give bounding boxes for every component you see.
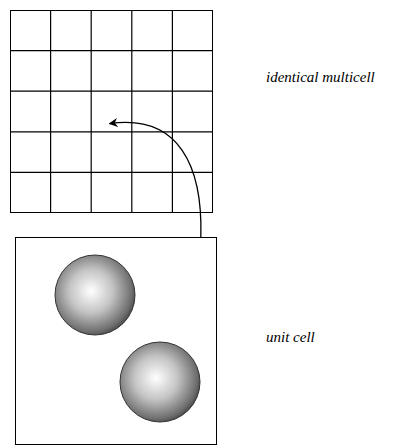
multicell-grid: identical multicell (10, 10, 213, 213)
node-label: unit cell (266, 329, 315, 346)
node-label: identical multicell (266, 69, 375, 86)
sphere (120, 342, 200, 422)
sphere (55, 255, 135, 335)
grid-lines (10, 10, 213, 213)
curved-arrow (109, 122, 200, 237)
unit-cell-box: unit cell (15, 237, 217, 445)
